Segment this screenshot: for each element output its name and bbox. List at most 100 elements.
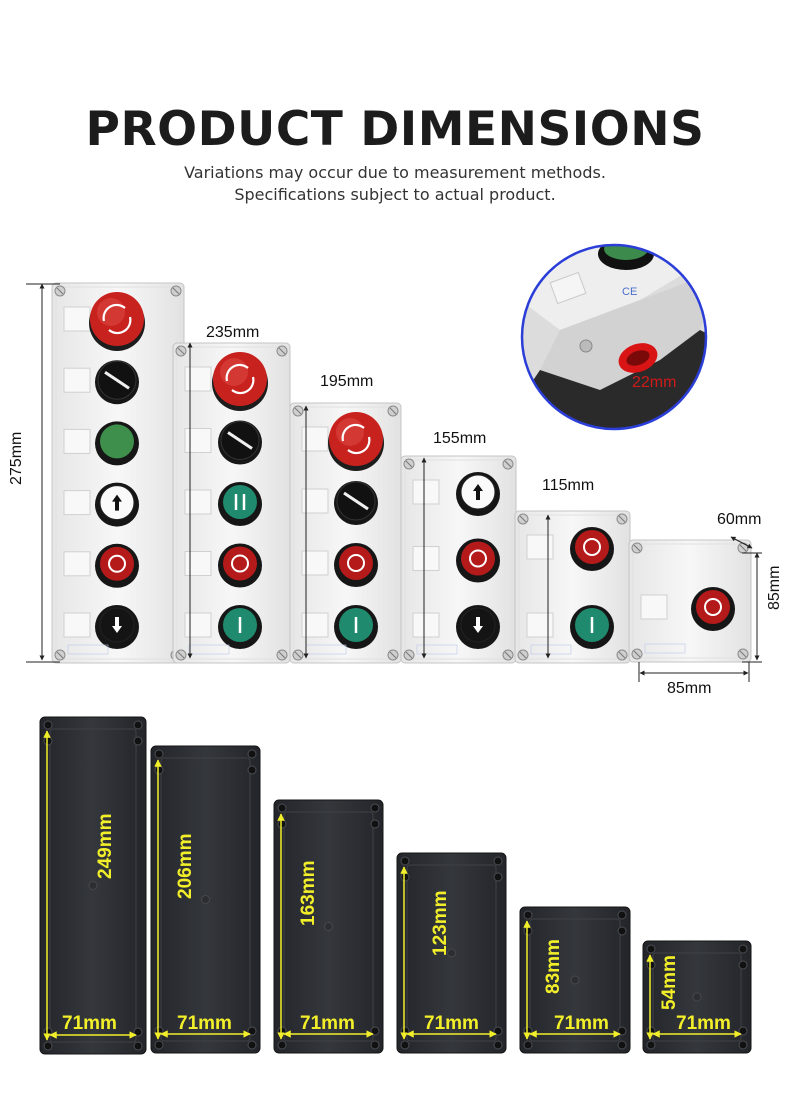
selector-button[interactable] xyxy=(95,360,139,405)
mount-hole xyxy=(43,736,53,746)
mount-hole xyxy=(646,960,656,970)
mount-hole xyxy=(133,720,143,730)
stop-o-icon xyxy=(347,554,365,572)
height-label-155: 155mm xyxy=(433,430,486,447)
arrow-up-icon xyxy=(473,484,483,500)
stop-o-icon xyxy=(108,554,126,573)
height-label-235: 235mm xyxy=(206,324,259,341)
mount-hole xyxy=(523,910,533,920)
mount-hole xyxy=(738,1040,748,1050)
label-window xyxy=(640,594,668,620)
back-enclosure-row xyxy=(39,716,752,1055)
stop-o-icon xyxy=(704,598,722,616)
front-enclosure-6 xyxy=(628,539,752,663)
mount-hole xyxy=(523,926,533,936)
inner-width-3: 71mm xyxy=(300,1013,355,1034)
front-enclosure-5 xyxy=(514,510,631,664)
mount-hole xyxy=(646,944,656,954)
selector-button[interactable] xyxy=(218,420,262,465)
red-button[interactable] xyxy=(456,538,500,583)
inner-height-163: 163mm xyxy=(298,861,319,927)
inner-width-6: 71mm xyxy=(676,1013,731,1034)
mount-hole xyxy=(43,720,53,730)
front-enclosure-1 xyxy=(51,282,185,664)
height-label-275: 275mm xyxy=(8,432,25,485)
start-button[interactable] xyxy=(570,605,614,649)
label-window xyxy=(412,479,440,505)
height-label-195: 195mm xyxy=(320,373,373,390)
back-enclosure-1 xyxy=(39,716,147,1055)
label-window xyxy=(184,612,212,638)
label-window xyxy=(63,490,91,516)
mount-hole xyxy=(277,803,287,813)
page-title: PRODUCT DIMENSIONS xyxy=(85,102,705,157)
red-button[interactable] xyxy=(218,543,262,588)
estop-button[interactable] xyxy=(212,352,268,411)
label-window xyxy=(63,306,91,332)
arrow-up-button[interactable] xyxy=(456,472,500,516)
arrow-down-button[interactable] xyxy=(95,605,139,649)
arrow-up-button[interactable] xyxy=(95,482,139,527)
red-button[interactable] xyxy=(570,527,614,571)
stop-o-icon xyxy=(583,538,601,556)
label-window xyxy=(63,428,91,454)
mount-hole xyxy=(738,960,748,970)
rotate-arrow-icon xyxy=(341,423,365,442)
label-window xyxy=(412,546,440,571)
subtitle-line-1: Variations may occur due to measurement … xyxy=(184,163,606,182)
red-button[interactable] xyxy=(691,587,735,631)
label-window xyxy=(184,428,212,453)
estop-button[interactable] xyxy=(89,292,145,351)
start-button[interactable] xyxy=(218,605,262,649)
estop-button[interactable] xyxy=(328,412,384,471)
inner-height-249: 249mm xyxy=(95,814,116,880)
inner-height-206: 206mm xyxy=(175,834,196,900)
mount-hole xyxy=(277,1040,287,1050)
mount-hole xyxy=(370,803,380,813)
height-label-85: 85mm xyxy=(766,566,783,610)
red-button[interactable] xyxy=(334,543,378,587)
green-button[interactable] xyxy=(95,421,139,466)
start-button[interactable] xyxy=(334,605,378,649)
selector-handle-icon xyxy=(343,491,369,511)
hole-diameter-label: 22mm xyxy=(632,374,676,391)
mount-hole xyxy=(493,1040,503,1050)
label-window xyxy=(63,367,91,393)
mount-hole xyxy=(370,1040,380,1050)
mount-hole xyxy=(617,926,627,936)
mount-hole xyxy=(617,1040,627,1050)
selector-handle-icon xyxy=(104,370,130,390)
mount-hole xyxy=(247,765,257,775)
rotate-arrow-icon xyxy=(347,436,371,455)
red-button[interactable] xyxy=(95,543,139,588)
mount-hole xyxy=(400,856,410,866)
stop-o-icon xyxy=(469,549,487,568)
label-window xyxy=(63,551,91,577)
rotate-arrow-icon xyxy=(231,376,255,395)
ce-mark xyxy=(530,644,572,655)
front-enclosure-2 xyxy=(172,342,291,664)
label-window xyxy=(526,534,554,560)
back-enclosure-4 xyxy=(396,852,507,1054)
hole-detail-inset: CE 22mm xyxy=(520,243,708,431)
arrow-down-icon xyxy=(473,617,483,633)
selector-button[interactable] xyxy=(334,481,378,525)
mount-hole xyxy=(400,1040,410,1050)
inner-height-83: 83mm xyxy=(543,939,564,994)
ce-mark xyxy=(416,644,458,655)
inner-width-4: 71mm xyxy=(424,1013,479,1034)
mount-hole xyxy=(493,856,503,866)
label-window xyxy=(184,551,212,576)
inner-height-54: 54mm xyxy=(659,955,680,1010)
mount-hole xyxy=(247,749,257,759)
mount-hole xyxy=(154,749,164,759)
front-enclosure-4 xyxy=(400,455,517,664)
mount-hole xyxy=(133,1041,143,1051)
arrow-down-button[interactable] xyxy=(456,605,500,649)
mount-hole xyxy=(370,819,380,829)
pause-button[interactable] xyxy=(218,482,262,526)
mount-hole xyxy=(154,765,164,775)
back-enclosure-5 xyxy=(519,906,631,1054)
arrow-down-icon xyxy=(112,617,122,633)
height-label-115: 115mm xyxy=(542,477,594,494)
